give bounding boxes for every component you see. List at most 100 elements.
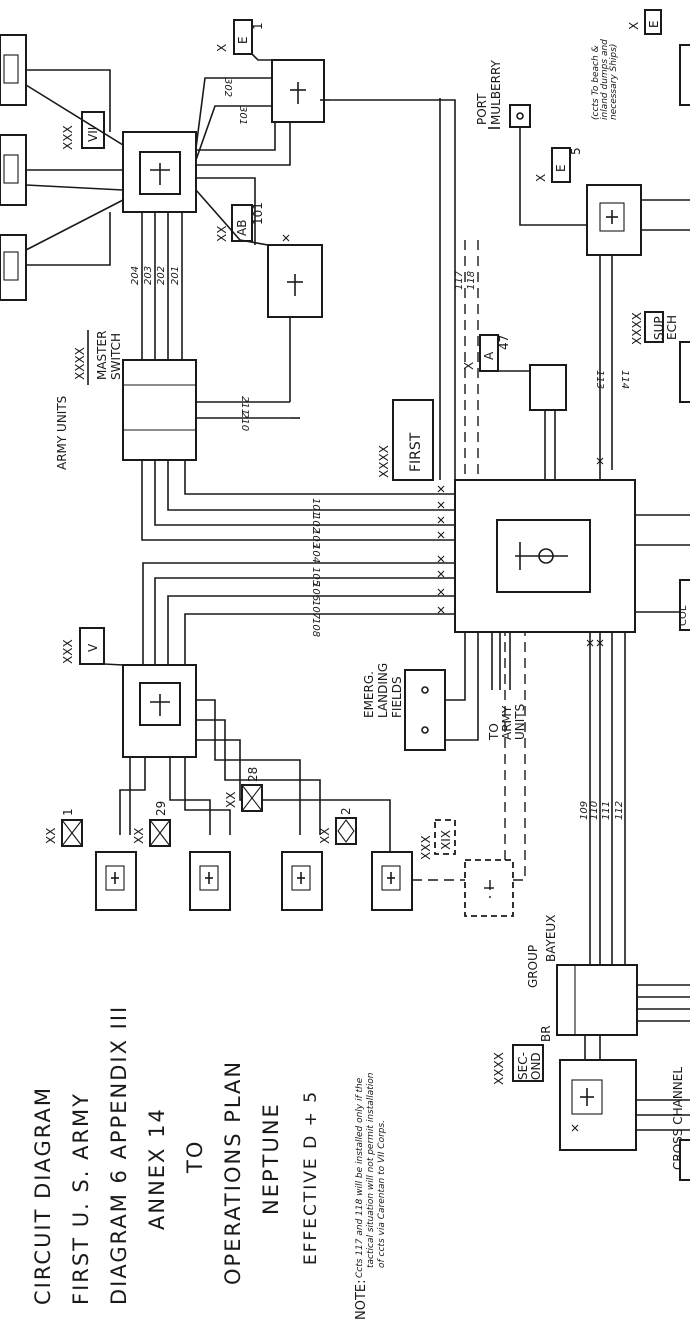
army-units-text: ARMY UNITS [55, 396, 69, 470]
a47-box [529, 364, 567, 411]
vii-flag [81, 111, 105, 149]
title-block: CIRCUIT DIAGRAM FIRST U. S. ARMY DIAGRAM… [31, 1005, 321, 1305]
e1-echelon: X [215, 44, 229, 52]
to-army-l3: UNITS [513, 704, 527, 740]
vii-echelon: XXX [61, 125, 75, 150]
ckt-211: 211 [239, 396, 250, 415]
second-br-box [559, 1059, 637, 1151]
port-l2: MULBERRY [489, 59, 503, 125]
ckt-101: 101 [310, 498, 321, 517]
army-units-label: ARMY UNITS [55, 396, 69, 470]
v-to-divisions [119, 699, 391, 880]
a47-name: A [482, 351, 496, 360]
ckt-114: 114 [619, 370, 630, 389]
ckt-110: 110 [589, 801, 600, 820]
beach-note-3: necessary Ships) [609, 44, 619, 120]
ckt-201: 201 [170, 266, 181, 285]
div29-box [189, 851, 231, 911]
div2-box [371, 851, 413, 911]
div1-num: 1 [61, 808, 75, 816]
to-army-l2: ARMY [500, 705, 514, 740]
title-line-4: ANNEX 14 [145, 1107, 169, 1230]
emerg-l2: LANDING [376, 663, 390, 718]
ab101-name: AB [235, 220, 249, 236]
note: NOTE: Ccts 117 and 118 will be installed… [354, 1072, 387, 1320]
e5-num: 5 [569, 147, 583, 155]
mulberry-box [509, 104, 531, 128]
ckt-203: 203 [143, 266, 154, 285]
v-echelon: XXX [61, 639, 75, 664]
xix-echelon: XXX [419, 835, 433, 860]
a47-flag [479, 334, 499, 372]
ckt-103: 103 [310, 529, 321, 548]
vii-label: VII [86, 127, 100, 142]
clip-box-bottom [679, 1139, 690, 1181]
master-switch-name: MASTER SWITCH [95, 331, 123, 380]
note-line-2: tactical situation will not permit insta… [366, 1072, 376, 1268]
ckt-210-211 [196, 316, 300, 419]
a47-echelon: X [462, 362, 476, 370]
junction-marks [282, 234, 604, 1132]
ckt-202: 202 [156, 266, 167, 285]
master-switch-echelon: XXXX [73, 347, 87, 380]
ckt-101-104 [141, 460, 455, 541]
ckt-117: 117 [454, 270, 465, 290]
div1-echelon: XX [44, 828, 58, 844]
emerg-l3: FIELDS [390, 676, 404, 718]
e1-flag [233, 19, 253, 55]
clip-box-sup [679, 341, 690, 403]
ckt-118: 118 [466, 271, 477, 290]
div2-echelon: XX [318, 828, 332, 844]
beach-note-2: inland dumps and [600, 39, 610, 120]
v-flag [79, 627, 105, 665]
port-lines [320, 98, 456, 480]
title-line-3: DIAGRAM 6 APPENDIX III [107, 1005, 131, 1305]
title-line-1: CIRCUIT DIAGRAM [31, 1086, 55, 1305]
first-army-name: FIRST [408, 432, 424, 472]
first-army-echelon-group: XXXX [377, 445, 391, 478]
clip-box-top [679, 44, 690, 106]
v-name: V [86, 643, 100, 652]
e5-name: E [554, 164, 568, 172]
e-top-flag [644, 9, 662, 35]
port-l1: PORT [475, 93, 489, 125]
sup-l2: ECH [665, 315, 679, 340]
e5-echelon: X [534, 174, 548, 182]
e5-flag [551, 147, 571, 183]
group-bayeux-box [556, 964, 638, 1036]
ckt-301: 301 [237, 106, 248, 125]
ab101-echelon: XX [215, 226, 229, 242]
first-army-label: FIRST [408, 432, 424, 472]
div2-flag [335, 817, 357, 845]
master-switch-l1: MASTER [95, 331, 109, 380]
ckt-302: 302 [222, 78, 233, 97]
group-l2: BAYEUX [544, 915, 558, 962]
second-l1: SEC- [516, 1052, 530, 1080]
a47-num: 47 [497, 335, 511, 350]
title-line-7: NEPTUNE [259, 1102, 283, 1215]
ckt-109: 109 [579, 801, 590, 820]
second-echelon: XXXX [492, 1052, 506, 1085]
div28-num: 28 [246, 767, 260, 782]
ckt-210: 210 [239, 412, 250, 431]
div29-echelon: XX [132, 828, 146, 844]
title-line-8: EFFECTIVE D + 5 [301, 1090, 321, 1265]
sup-ech-flag [644, 311, 664, 343]
ckt-105: 105 [310, 567, 321, 586]
ckt-204: 204 [130, 266, 141, 285]
ckt-113: 113 [594, 370, 605, 389]
division-1: XX 1 [44, 808, 137, 911]
master-switch-l2: SWITCH [109, 333, 123, 380]
switchboard-symbol [515, 542, 568, 570]
division-28: XX 28 [224, 767, 323, 911]
col-clip: COL [678, 605, 689, 626]
first-army-echelon: XXXX [377, 445, 391, 478]
division-2: XX 2 [318, 807, 413, 911]
emerg-landing-box [404, 669, 446, 751]
ckt-108: 108 [310, 618, 321, 637]
sup-echelon: XXXX [630, 312, 644, 345]
ckt-104: 104 [310, 544, 321, 563]
xix-flag [434, 819, 456, 855]
e1-name: E [236, 36, 250, 44]
